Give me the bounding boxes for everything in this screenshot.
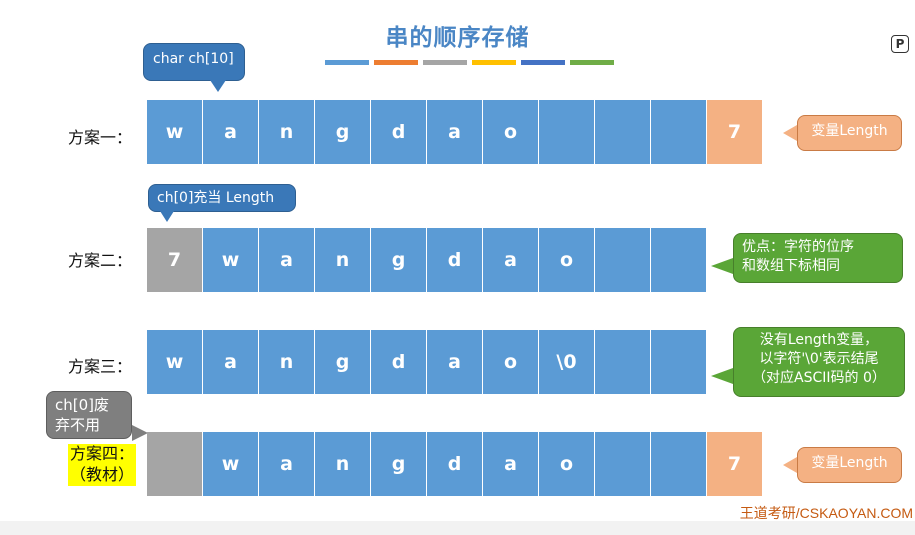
scheme-3-note-line-3: （对应ASCII码的 0） — [752, 369, 886, 386]
page-title: 串的顺序存储 — [385, 25, 530, 51]
scheme-3-cell: n — [259, 330, 314, 394]
scheme-3-cell: \0 — [539, 330, 594, 394]
scheme-2-note-line-2: 和数组下标相同 — [742, 257, 840, 274]
scheme-3-note-line-2: 以字符'\0'表示结尾 — [759, 350, 879, 367]
scheme-3-cell — [651, 330, 706, 394]
scheme-4-label-line-1: 方案四： — [70, 444, 135, 463]
scheme-1-cell — [539, 100, 594, 164]
scheme-1-cell: o — [483, 100, 538, 164]
scheme-1-note-tail — [783, 125, 797, 141]
scheme-3-cell: g — [315, 330, 370, 394]
scheme-4-cell: w — [203, 432, 258, 496]
p-icon[interactable]: P — [891, 35, 909, 53]
scheme-2-cell: 7 — [147, 228, 202, 292]
title-color-bar — [374, 60, 418, 65]
ch0-unused-line-1: ch[0]废 — [55, 396, 110, 414]
scheme-4-label-line-2: （教材） — [70, 464, 135, 484]
footer-strip — [0, 521, 915, 535]
scheme-1-cell: 7 — [707, 100, 762, 164]
scheme-1-note: 变量Length — [797, 115, 902, 151]
scheme-1-cell: d — [371, 100, 426, 164]
scheme-3-cell: o — [483, 330, 538, 394]
char-array-callout: char ch[10] — [143, 43, 245, 81]
scheme-4-cell: d — [427, 432, 482, 496]
title-color-bar — [570, 60, 614, 65]
scheme-2-cell: a — [483, 228, 538, 292]
scheme-1-label: 方案一： — [68, 128, 133, 147]
scheme-4-cell — [651, 432, 706, 496]
scheme-3-cell: d — [371, 330, 426, 394]
scheme-1-cell: a — [427, 100, 482, 164]
ch0-unused-callout-tail — [132, 425, 148, 441]
scheme-2-cell: a — [259, 228, 314, 292]
scheme-4-note: 变量Length — [797, 447, 902, 483]
scheme-4-note-tail — [783, 457, 797, 473]
scheme-2-note: 优点：字符的位序 和数组下标相同 — [733, 233, 903, 283]
ch0-unused-line-2: 弃不用 — [55, 416, 101, 435]
scheme-4-cell: 7 — [707, 432, 762, 496]
title-color-bar — [472, 60, 516, 65]
scheme-4-cell: g — [371, 432, 426, 496]
scheme-1-cell: w — [147, 100, 202, 164]
scheme-4-cell: n — [315, 432, 370, 496]
scheme-2-cell: n — [315, 228, 370, 292]
ch0-length-callout-text: ch[0]充当 Length — [157, 190, 275, 206]
title-color-bar — [423, 60, 467, 65]
char-array-callout-tail — [210, 80, 226, 92]
scheme-1-cell — [651, 100, 706, 164]
title-color-bar — [325, 60, 369, 65]
scheme-2-cell: o — [539, 228, 594, 292]
scheme-2-cell — [595, 228, 650, 292]
scheme-3-note-tail — [711, 368, 733, 384]
scheme-4-cell: a — [259, 432, 314, 496]
scheme-3-cell: a — [427, 330, 482, 394]
scheme-1-note-text: 变量Length — [811, 123, 888, 139]
char-array-callout-text: char ch[10] — [153, 51, 234, 67]
scheme-4-label: 方案四： （教材） — [68, 444, 137, 486]
credit-text: 王道考研/CSKAOYAN.COM — [739, 505, 913, 521]
scheme-2-note-line-1: 优点：字符的位序 — [742, 239, 854, 255]
title-color-bar — [521, 60, 565, 65]
scheme-4-cell: o — [539, 432, 594, 496]
scheme-3-cell: a — [203, 330, 258, 394]
scheme-3-note-line-1: 没有Length变量， — [759, 332, 879, 348]
scheme-3-cell: w — [147, 330, 202, 394]
scheme-4-cell: a — [483, 432, 538, 496]
scheme-2-cell: g — [371, 228, 426, 292]
scheme-1-cell: n — [259, 100, 314, 164]
scheme-2-cell: d — [427, 228, 482, 292]
ch0-length-callout-tail — [160, 211, 174, 222]
ch0-unused-callout: ch[0]废 弃不用 — [46, 391, 132, 439]
ch0-length-callout: ch[0]充当 Length — [148, 184, 296, 212]
scheme-2-label: 方案二： — [68, 251, 133, 270]
scheme-2-note-tail — [711, 258, 733, 274]
scheme-4-note-text: 变量Length — [811, 455, 888, 471]
scheme-3-label: 方案三： — [68, 357, 133, 376]
scheme-1-cell: a — [203, 100, 258, 164]
scheme-2-cell: w — [203, 228, 258, 292]
scheme-4-cell — [147, 432, 202, 496]
scheme-2-cell — [651, 228, 706, 292]
scheme-4-cell — [595, 432, 650, 496]
scheme-3-cell — [595, 330, 650, 394]
scheme-1-cell: g — [315, 100, 370, 164]
scheme-1-cell — [595, 100, 650, 164]
scheme-3-note: 没有Length变量， 以字符'\0'表示结尾 （对应ASCII码的 0） — [733, 327, 905, 397]
